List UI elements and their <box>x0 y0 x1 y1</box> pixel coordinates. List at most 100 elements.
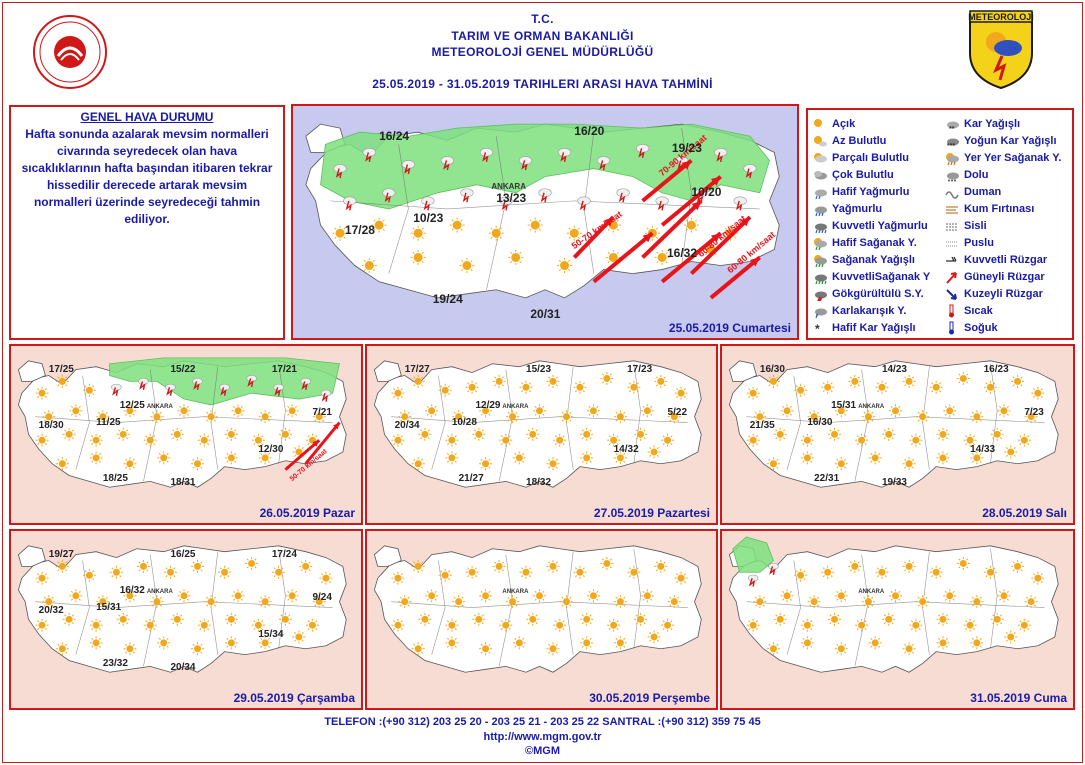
region-border-line <box>746 416 1045 423</box>
sun-icon <box>332 225 348 241</box>
sun-icon <box>943 589 957 603</box>
city-label-ankara: ANKARA <box>858 404 885 410</box>
thunderstorm-icon <box>246 375 257 388</box>
legend-item-label: Güneyli Rüzgar <box>964 270 1045 283</box>
sun-icon <box>753 410 767 424</box>
strong-wind-icon <box>946 256 957 262</box>
sun-icon <box>627 565 641 579</box>
temperature-label: 20/34 <box>394 419 420 431</box>
sun-icon <box>997 404 1011 418</box>
temperature-label: 22/31 <box>814 472 840 484</box>
sun-icon <box>1017 618 1031 632</box>
turkey-map-svg: ANKARA <box>728 360 1059 488</box>
south-wind-arrow-icon <box>572 215 615 259</box>
legend-item-label: Çok Bulutlu <box>832 168 894 181</box>
sun-icon <box>580 636 594 650</box>
thrace-land-shape <box>373 360 402 382</box>
legend-item: Kum Fırtınası <box>944 200 1061 217</box>
sun-icon <box>512 451 526 465</box>
region-border-line <box>786 375 801 470</box>
temperature-label: 15/34 <box>258 628 284 640</box>
sun-icon <box>834 642 848 656</box>
sun-icon <box>766 374 780 388</box>
sun-icon <box>123 642 137 656</box>
light-shower-icon <box>814 237 827 250</box>
legend-item-label: Kuzeyli Rüzgar <box>964 287 1043 300</box>
sun-icon <box>586 404 600 418</box>
thunderstorm-icon <box>401 160 415 175</box>
sun-icon <box>580 451 594 465</box>
sun-icon <box>559 595 573 609</box>
heavy-rain-icon <box>815 223 827 233</box>
sun-icon <box>197 618 211 632</box>
sun-icon <box>916 410 930 424</box>
sun-icon <box>527 217 543 233</box>
general-weather-title: GENEL HAVA DURUMU <box>80 110 214 124</box>
hail-icon <box>947 172 959 181</box>
north-wind-arrow-icon <box>946 288 957 300</box>
sun-icon <box>506 595 520 609</box>
meteoroloji-logo: METEOROLOJİ <box>966 8 1036 90</box>
sun-icon <box>983 565 997 579</box>
temperature-label: 15/23 <box>526 364 552 376</box>
sun-icon <box>654 559 668 573</box>
sun-icon <box>956 371 970 385</box>
legend-item: **Kar Yağışlı <box>944 115 1061 132</box>
sun-icon <box>753 595 767 609</box>
sun-icon <box>55 642 69 656</box>
sun-icon <box>634 612 648 626</box>
sun-icon <box>109 565 123 579</box>
sun-icon <box>391 571 405 585</box>
sun-icon <box>909 618 923 632</box>
sun-icon <box>89 433 103 447</box>
sun-icon <box>398 595 412 609</box>
turkey-land-shape <box>728 360 1059 488</box>
sun-icon <box>170 427 184 441</box>
sun-icon <box>526 612 540 626</box>
footer-website-link[interactable]: http://www.mgm.gov.tr <box>483 731 602 743</box>
temperature-label: 7/21 <box>312 407 332 419</box>
legend-item-label: Sağanak Yağışlı <box>832 253 915 266</box>
sun-icon <box>916 595 930 609</box>
temperature-label: 14/23 <box>881 364 907 376</box>
svg-text:**: ** <box>949 126 955 131</box>
legend-item-label: Hafif Sağanak Y. <box>832 236 917 249</box>
legend-item: Sağanak Yağışlı <box>812 251 930 268</box>
turkey-land-shape <box>373 545 702 673</box>
sun-icon <box>150 595 164 609</box>
sun-icon <box>936 636 950 650</box>
sun-icon <box>425 589 439 603</box>
sun-icon <box>391 618 405 632</box>
sun-icon <box>800 451 814 465</box>
temperature-label: 12/29 <box>475 400 501 412</box>
sun-icon <box>780 589 794 603</box>
temperature-label: 16/24 <box>379 129 410 144</box>
thunderstorm-icon <box>382 188 396 203</box>
sun-icon <box>418 612 432 626</box>
sun-icon <box>62 612 76 626</box>
legend-item-label: Sisli <box>964 219 987 232</box>
sun-icon <box>607 618 621 632</box>
sun-icon <box>780 404 794 418</box>
legend-item-label: Hafif Yağmurlu <box>832 185 910 198</box>
sun-icon <box>997 589 1011 603</box>
sun-icon <box>936 451 950 465</box>
sun-icon <box>963 618 977 632</box>
city-label-ankara: ANKARA <box>858 589 885 595</box>
temperature-label: 18/25 <box>102 472 128 484</box>
thunderstorm-icon <box>343 196 357 211</box>
sun-icon <box>902 642 916 656</box>
south-wind-arrow-icon <box>641 199 703 259</box>
heavy-shower-icon <box>815 274 827 284</box>
legend-item: Parçalı Bulutlu <box>812 149 930 166</box>
sun-icon <box>600 371 614 385</box>
thunderstorm-icon <box>479 148 494 163</box>
sun-icon <box>89 636 103 650</box>
sun-icon <box>654 249 670 265</box>
sun-icon <box>55 457 69 471</box>
footer-phone: TELEFON :(+90 312) 203 25 20 - 203 25 21… <box>324 716 761 728</box>
temperature-label: 21/35 <box>749 419 775 431</box>
sun-icon <box>868 636 882 650</box>
